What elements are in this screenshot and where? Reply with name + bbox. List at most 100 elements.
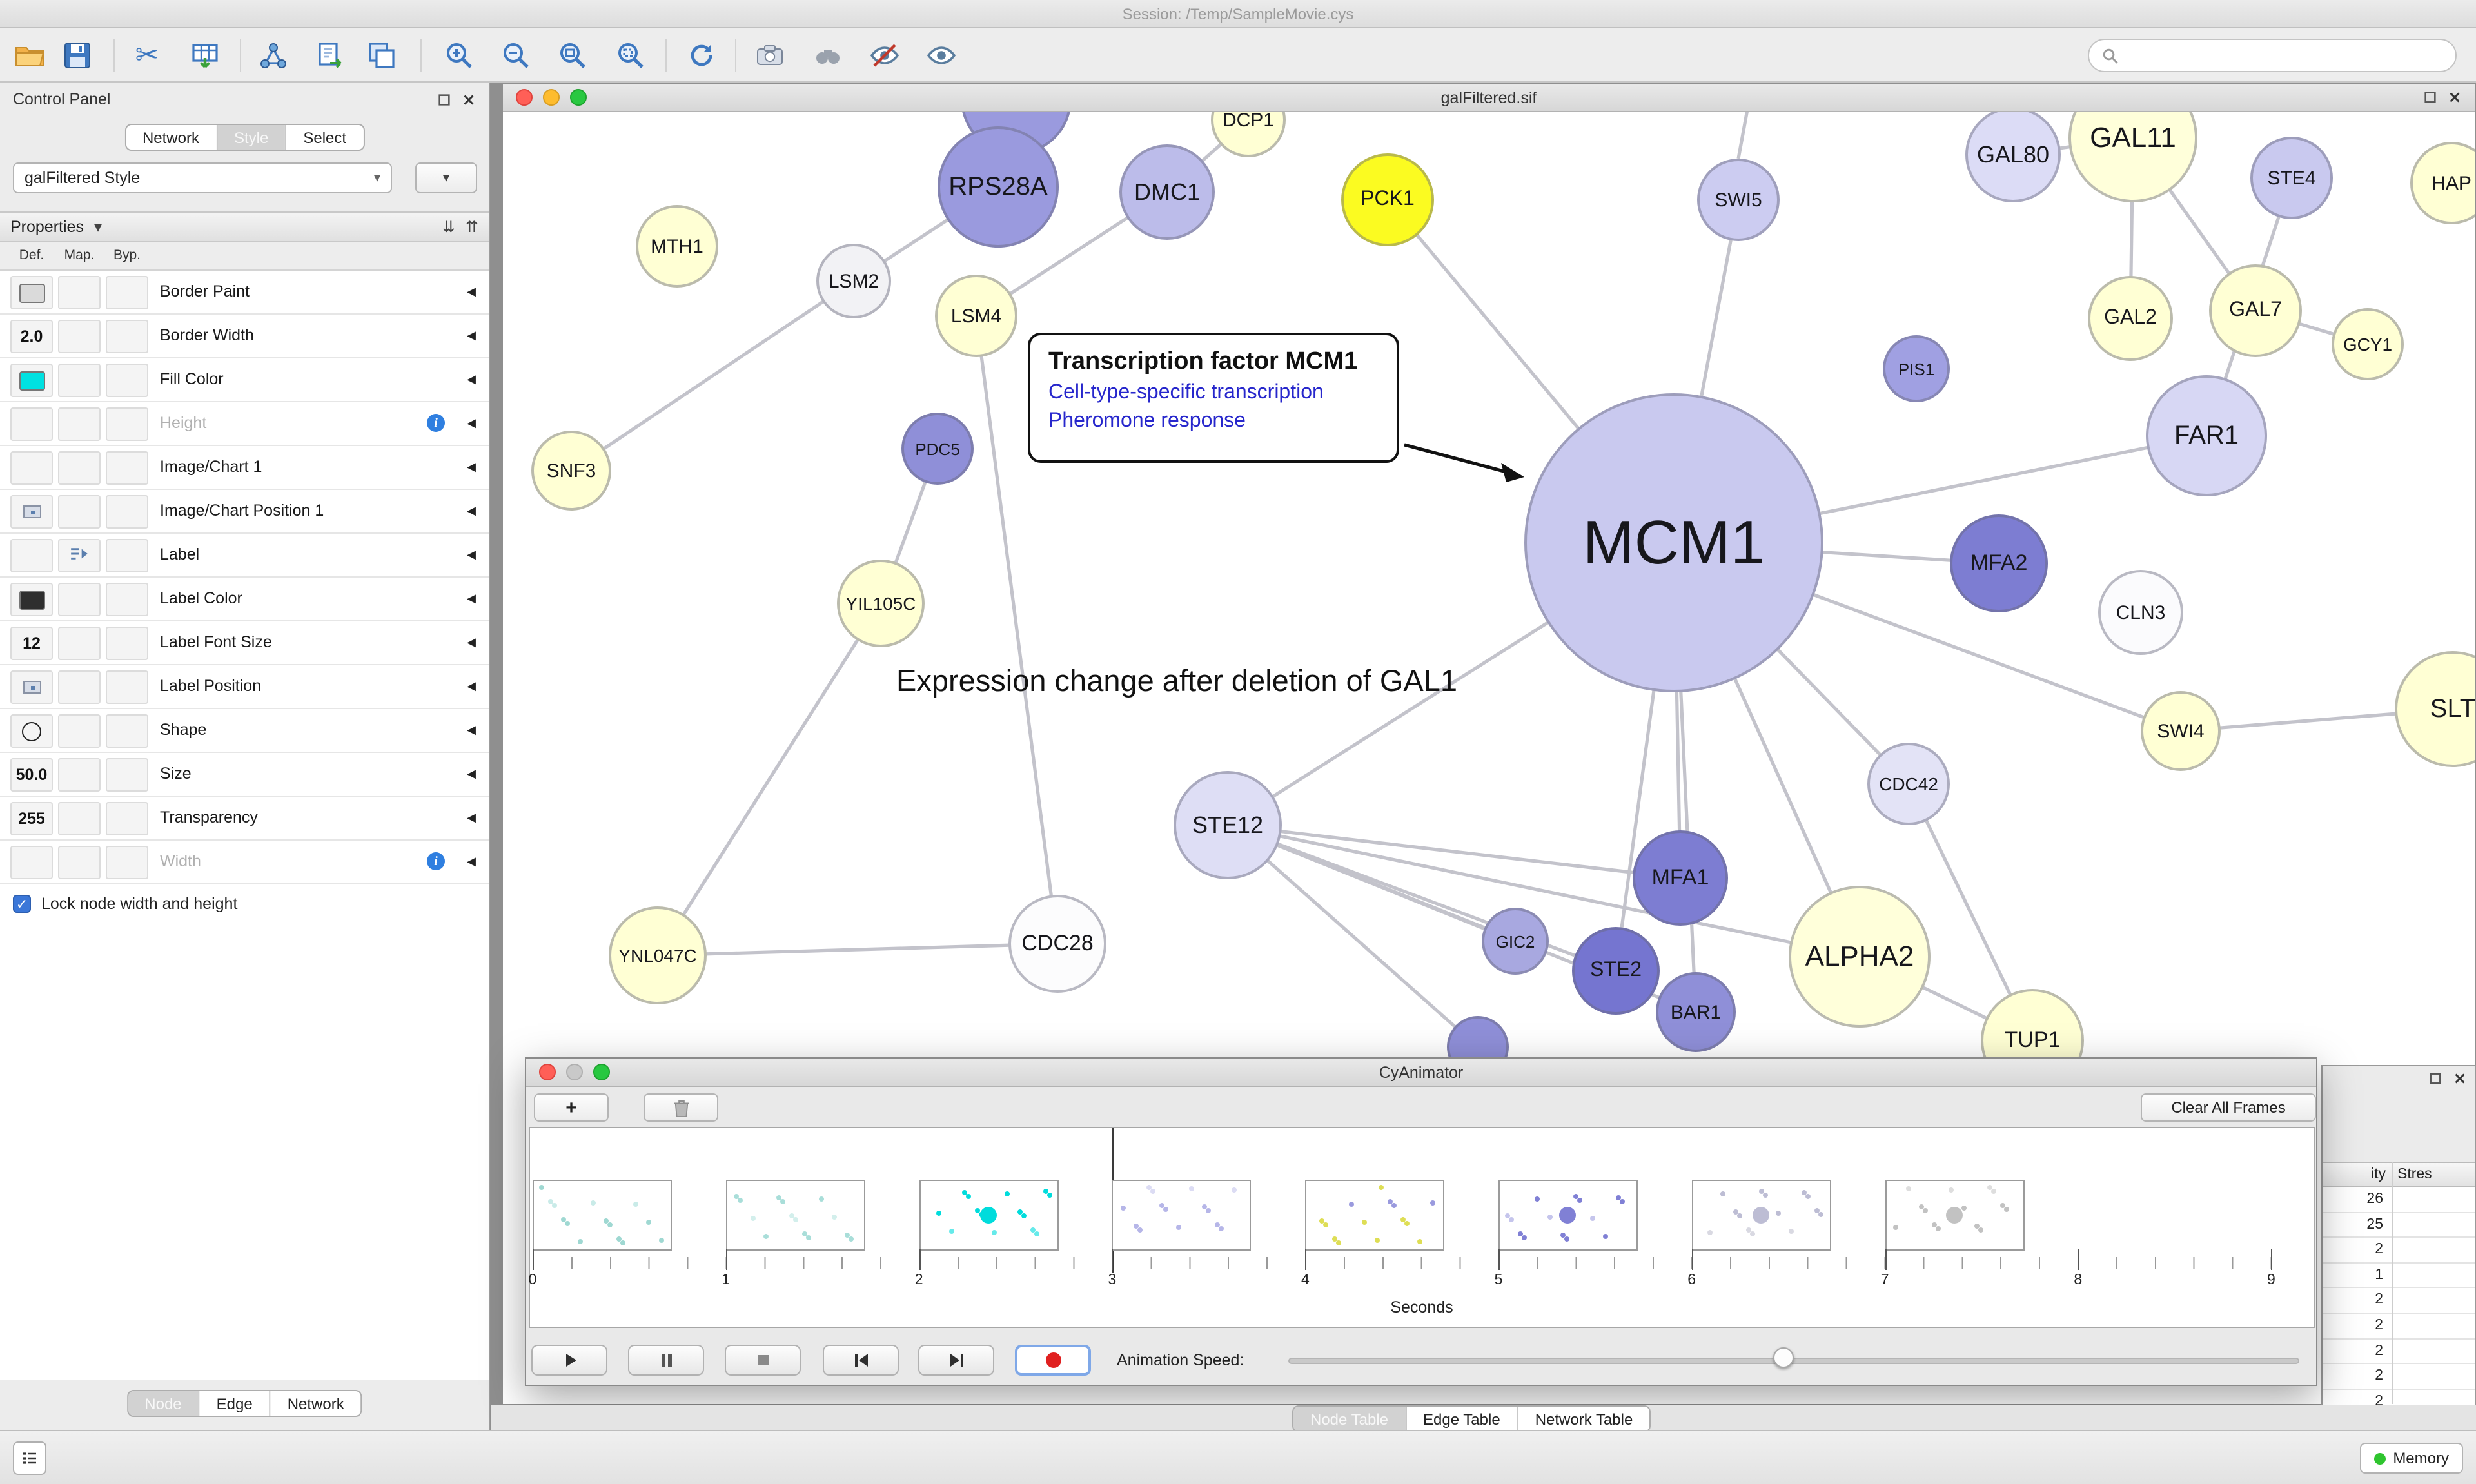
expand-arrow-icon[interactable]: ◀ bbox=[467, 504, 476, 518]
pause-button[interactable] bbox=[628, 1345, 704, 1376]
mapping-cell[interactable] bbox=[58, 539, 101, 572]
mapping-cell[interactable] bbox=[58, 364, 101, 397]
bypass-cell[interactable] bbox=[106, 407, 148, 441]
mapping-cell[interactable] bbox=[58, 846, 101, 879]
bypass-cell[interactable] bbox=[106, 714, 148, 748]
expand-arrow-icon[interactable]: ◀ bbox=[467, 329, 476, 343]
annotation-callout-box[interactable]: Transcription factor MCM1 Cell-type-spec… bbox=[1028, 333, 1399, 463]
float-window-icon[interactable] bbox=[2428, 1071, 2442, 1086]
snapshot-button[interactable] bbox=[748, 34, 792, 77]
lock-size-checkbox[interactable]: ✓ bbox=[13, 895, 31, 913]
float-window-icon[interactable] bbox=[437, 92, 451, 106]
network-node-dcp1[interactable]: DCP1 bbox=[1211, 112, 1286, 157]
frame-thumbnail-1[interactable] bbox=[726, 1180, 865, 1251]
frame-thumbnail-0[interactable] bbox=[533, 1180, 672, 1251]
network-node-far1[interactable]: FAR1 bbox=[2146, 375, 2267, 496]
panel-menu-button[interactable] bbox=[13, 1441, 46, 1475]
zoom-in-button[interactable] bbox=[437, 34, 481, 77]
close-icon[interactable] bbox=[2448, 90, 2462, 104]
expand-arrow-icon[interactable]: ◀ bbox=[467, 723, 476, 737]
table-row[interactable]: 26 bbox=[2323, 1187, 2475, 1213]
default-value-cell[interactable] bbox=[10, 714, 53, 748]
property-row-shape[interactable]: Shape◀ bbox=[0, 709, 489, 753]
mapping-cell[interactable] bbox=[58, 670, 101, 704]
table-row[interactable]: 2 bbox=[2323, 1364, 2475, 1389]
network-node-swi4[interactable]: SWI4 bbox=[2141, 691, 2221, 771]
table-row[interactable]: 1 bbox=[2323, 1264, 2475, 1289]
bypass-cell[interactable] bbox=[106, 320, 148, 353]
property-row-border-width[interactable]: 2.0Border Width◀ bbox=[0, 315, 489, 358]
search-box[interactable] bbox=[2088, 39, 2457, 72]
bypass-cell[interactable] bbox=[106, 539, 148, 572]
property-row-width[interactable]: Widthi◀ bbox=[0, 841, 489, 884]
tab-edge-table[interactable]: Edge Table bbox=[1405, 1407, 1517, 1431]
play-button[interactable] bbox=[531, 1345, 607, 1376]
expand-arrow-icon[interactable]: ◀ bbox=[467, 767, 476, 781]
property-row-image-chart-position-1[interactable]: Image/Chart Position 1◀ bbox=[0, 490, 489, 534]
search-input[interactable] bbox=[2127, 46, 2442, 64]
bypass-cell[interactable] bbox=[106, 583, 148, 616]
table-row[interactable]: 2 bbox=[2323, 1314, 2475, 1339]
default-value-cell[interactable]: 50.0 bbox=[10, 758, 53, 792]
network-node-ste4[interactable]: STE4 bbox=[2250, 137, 2333, 219]
collapse-all-icon[interactable]: ⇊ bbox=[442, 218, 455, 236]
network-node-hap[interactable]: HAP bbox=[2410, 142, 2475, 224]
default-value-cell[interactable] bbox=[10, 670, 53, 704]
zoom-traffic-light[interactable] bbox=[593, 1064, 610, 1080]
network-node-ynl047c[interactable]: YNL047C bbox=[609, 906, 707, 1004]
tab-node-table[interactable]: Node Table bbox=[1293, 1407, 1405, 1431]
export-network-button[interactable] bbox=[308, 34, 352, 77]
network-node-dmc1[interactable]: DMC1 bbox=[1119, 144, 1215, 240]
annotation-link[interactable]: Cell-type-specific transcription bbox=[1048, 382, 1379, 405]
mapping-cell[interactable] bbox=[58, 802, 101, 835]
memory-button[interactable]: Memory bbox=[2359, 1443, 2463, 1474]
properties-section-header[interactable]: Properties ▾ ⇊ ⇈ bbox=[0, 211, 489, 242]
style-options-button[interactable]: ▾ bbox=[415, 162, 477, 193]
close-traffic-light[interactable] bbox=[539, 1064, 556, 1080]
network-node-cln3[interactable]: CLN3 bbox=[2098, 570, 2183, 655]
mapping-cell[interactable] bbox=[58, 714, 101, 748]
record-button[interactable] bbox=[1015, 1345, 1091, 1376]
tab-network[interactable]: Network bbox=[126, 125, 216, 150]
tab-style[interactable]: Style bbox=[216, 125, 285, 150]
default-value-cell[interactable]: 255 bbox=[10, 802, 53, 835]
canvas-annotation-text[interactable]: Expression change after deletion of GAL1 bbox=[896, 664, 1457, 699]
default-value-cell[interactable] bbox=[10, 846, 53, 879]
network-node-gcy1[interactable]: GCY1 bbox=[2332, 308, 2404, 380]
zoom-out-button[interactable] bbox=[494, 34, 538, 77]
network-node-ste2[interactable]: STE2 bbox=[1572, 927, 1660, 1015]
frame-thumbnail-5[interactable] bbox=[1498, 1180, 1638, 1251]
table-row[interactable]: 2 bbox=[2323, 1339, 2475, 1364]
bypass-cell[interactable] bbox=[106, 802, 148, 835]
network-node-pdc5[interactable]: PDC5 bbox=[901, 413, 974, 485]
frame-thumbnail-4[interactable] bbox=[1305, 1180, 1444, 1251]
mapping-cell[interactable] bbox=[58, 320, 101, 353]
table-row[interactable]: 2 bbox=[2323, 1289, 2475, 1314]
expand-arrow-icon[interactable]: ◀ bbox=[467, 592, 476, 606]
network-node-gic2[interactable]: GIC2 bbox=[1482, 908, 1549, 975]
stop-button[interactable] bbox=[725, 1345, 801, 1376]
bypass-cell[interactable] bbox=[106, 627, 148, 660]
first-neighbors-button[interactable] bbox=[806, 34, 850, 77]
network-node-bar1[interactable]: BAR1 bbox=[1656, 972, 1736, 1052]
mapping-cell[interactable] bbox=[58, 451, 101, 485]
network-window-titlebar[interactable]: galFiltered.sif bbox=[503, 84, 2475, 112]
mapping-cell[interactable] bbox=[58, 276, 101, 309]
frame-thumbnail-3[interactable] bbox=[1112, 1180, 1252, 1251]
network-node-cdc42[interactable]: CDC42 bbox=[1867, 743, 1950, 825]
timeline-area[interactable]: Seconds 0123456789 bbox=[529, 1127, 2315, 1328]
property-row-transparency[interactable]: 255Transparency◀ bbox=[0, 797, 489, 841]
close-icon[interactable] bbox=[462, 92, 476, 106]
import-network-button[interactable] bbox=[251, 34, 295, 77]
property-row-image-chart-1[interactable]: Image/Chart 1◀ bbox=[0, 446, 489, 490]
mapping-cell[interactable] bbox=[58, 495, 101, 529]
column-header[interactable]: ity bbox=[2323, 1167, 2392, 1182]
network-node-swi5[interactable]: SWI5 bbox=[1697, 159, 1780, 241]
network-node-gal7[interactable]: GAL7 bbox=[2209, 264, 2302, 357]
network-node-slt[interactable]: SLT bbox=[2395, 651, 2475, 767]
bypass-cell[interactable] bbox=[106, 276, 148, 309]
network-node-mfa2[interactable]: MFA2 bbox=[1950, 514, 2048, 612]
style-selector-combo[interactable]: galFiltered Style ▾ bbox=[13, 162, 392, 193]
mapping-cell[interactable] bbox=[58, 583, 101, 616]
network-node-mth1[interactable]: MTH1 bbox=[636, 205, 718, 288]
